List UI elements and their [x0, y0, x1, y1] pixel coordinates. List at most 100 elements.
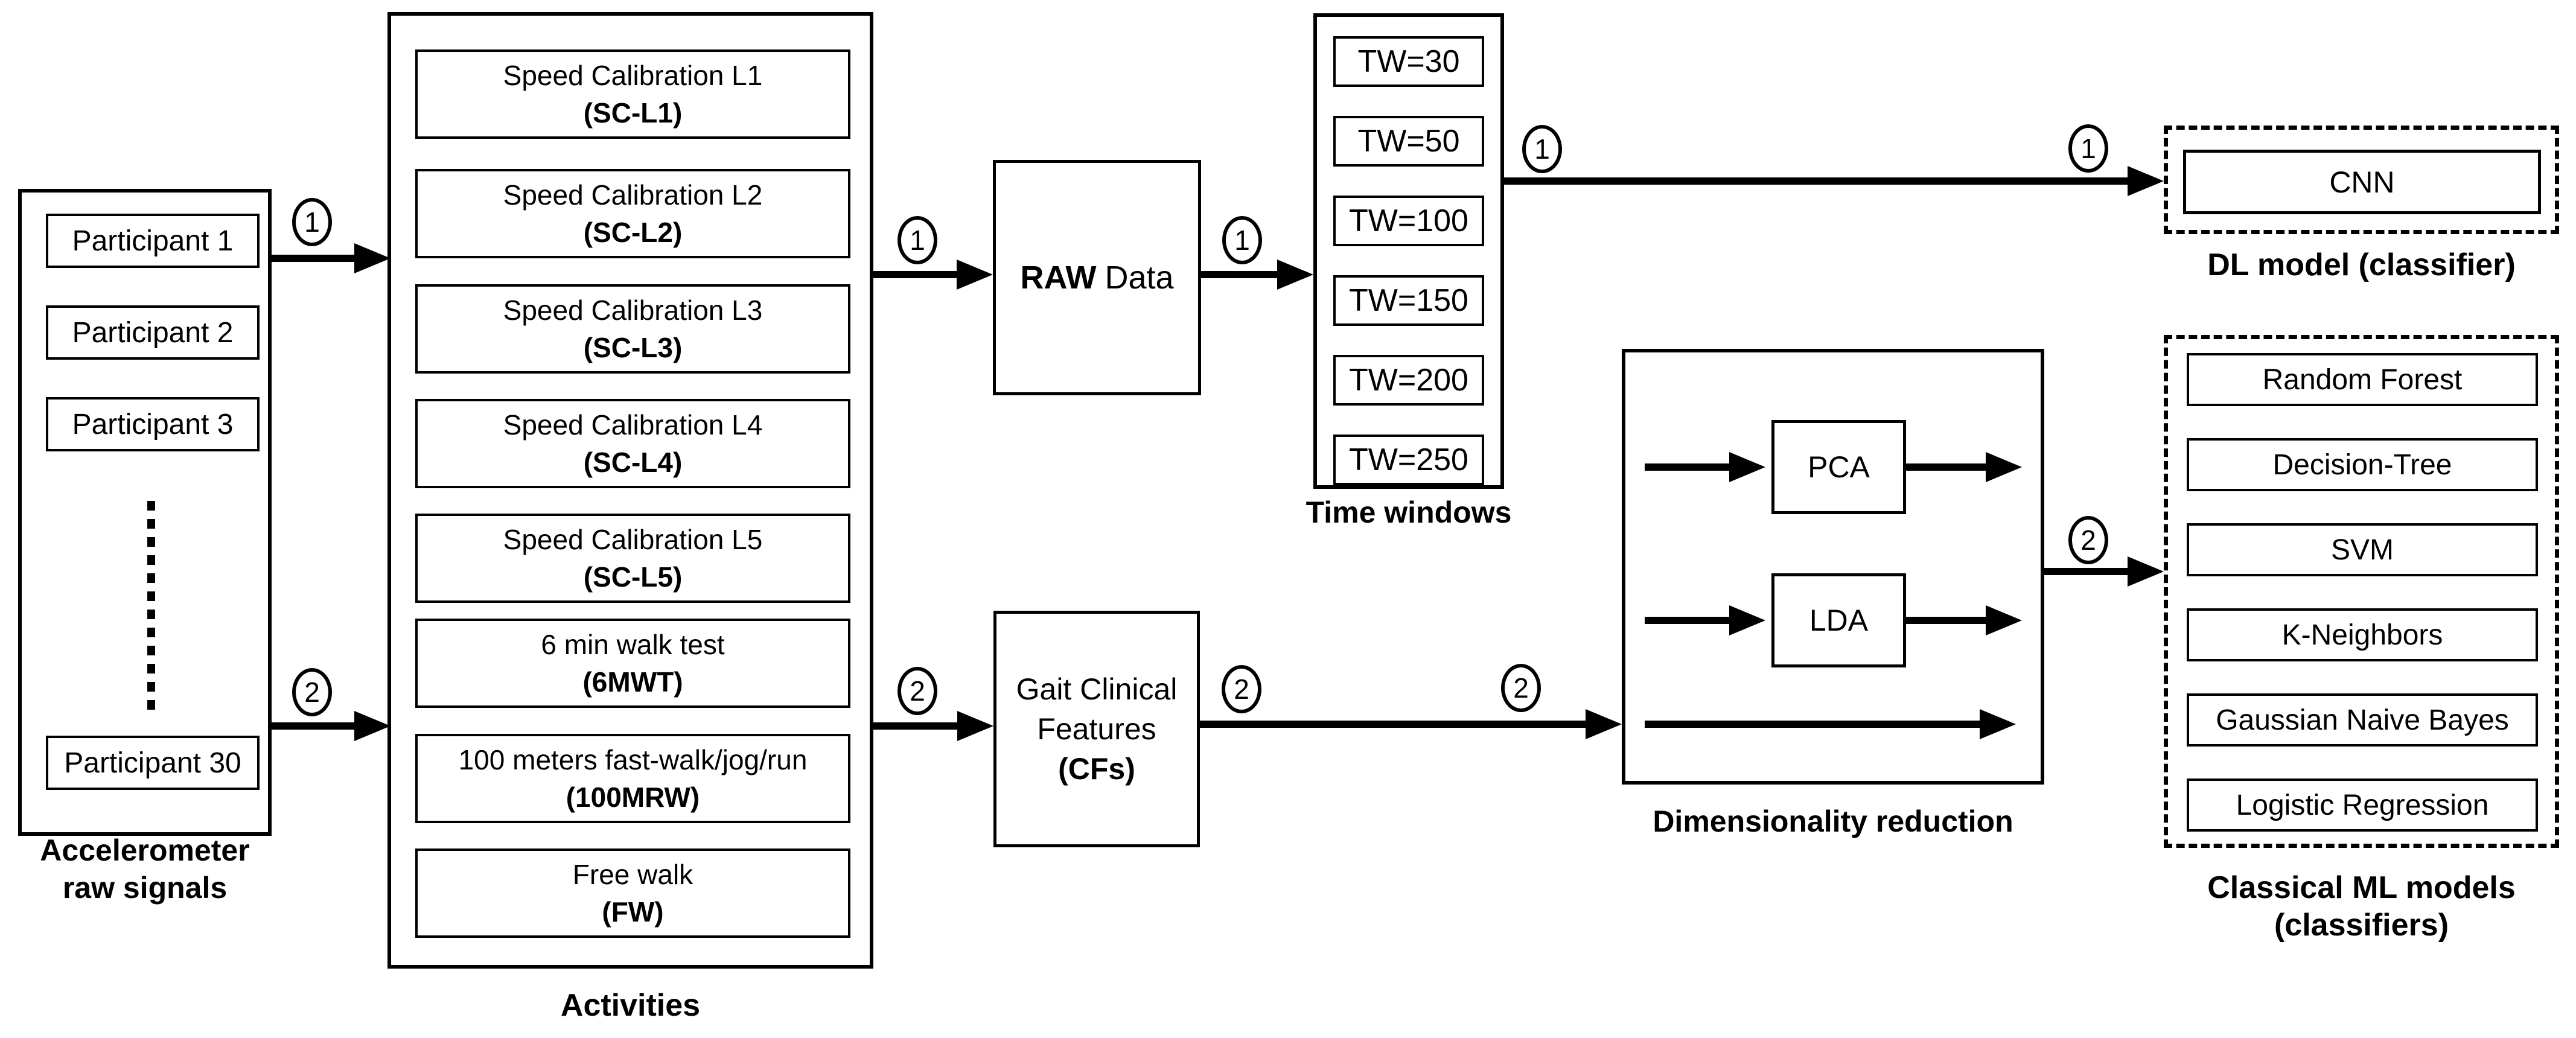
- time-window-row: TW=200: [1333, 355, 1484, 406]
- arrow-shaft: [1645, 617, 1729, 624]
- dimensionality-panel: [1622, 349, 2044, 785]
- time-window-label: TW=200: [1349, 363, 1468, 398]
- arrow-timewindows-to-cnn: [1504, 164, 2164, 198]
- arrow-head: [1277, 260, 1313, 290]
- arrow-activities-to-gaitfeatures: [873, 709, 993, 743]
- arrow-shaft: [2044, 568, 2128, 575]
- arrow-participants-to-activities-path2: [272, 709, 391, 743]
- arrow-head: [2128, 556, 2164, 587]
- time-window-label: TW=150: [1349, 283, 1468, 318]
- participant-row: Participant 30: [46, 736, 260, 790]
- activity-abbrev: (6MWT): [582, 666, 683, 698]
- activity-abbrev: (SC-L5): [583, 561, 683, 593]
- arrow-head: [2128, 166, 2164, 196]
- arrow-head: [1729, 452, 1765, 482]
- ml-model-label: Logistic Regression: [2236, 789, 2489, 821]
- arrow-head: [354, 243, 391, 273]
- ml-model-label: K-Neighbors: [2281, 619, 2443, 651]
- dl-model-caption: DL model (classifier): [2207, 247, 2516, 282]
- arrow-shaft: [1645, 463, 1729, 471]
- activity-abbrev: (SC-L4): [583, 447, 683, 478]
- arrow-from-lda: [1906, 603, 2022, 637]
- arrow-shaft: [272, 255, 354, 262]
- ml-model-row: Logistic Regression: [2187, 779, 2538, 832]
- path2-badge: 2: [897, 667, 937, 715]
- participants-caption: Accelerometer raw signals: [6, 832, 284, 906]
- pca-label: PCA: [1808, 450, 1870, 484]
- activities-panel: [387, 12, 873, 969]
- gait-features-box: Gait Clinical Features (CFs): [993, 611, 1200, 847]
- path2-badge: 2: [2068, 516, 2108, 564]
- activity-abbrev: (FW): [602, 896, 664, 928]
- arrow-shaft: [1201, 271, 1277, 278]
- raw-data-label-bold: RAW: [1020, 260, 1097, 296]
- activity-name: Speed Calibration L4: [503, 409, 763, 441]
- path2-badge-label: 2: [1513, 672, 1529, 704]
- time-window-label: TW=30: [1357, 44, 1460, 79]
- ml-model-label: SVM: [2330, 533, 2394, 566]
- participant-row: Participant 3: [46, 397, 260, 451]
- activity-abbrev: (100MRW): [566, 782, 700, 813]
- gait-features-line2: Features: [1037, 712, 1156, 746]
- activity-name: Speed Calibration L2: [503, 179, 763, 211]
- arrow-shaft: [873, 271, 957, 278]
- participants-caption-line2: raw signals: [62, 871, 228, 905]
- pca-box: PCA: [1771, 420, 1906, 514]
- ml-model-row: Gaussian Naive Bayes: [2187, 693, 2538, 747]
- arrow-shaft: [1906, 617, 1986, 624]
- arrow-head: [1586, 709, 1622, 739]
- activity-row: 6 min walk test (6MWT): [415, 619, 850, 708]
- arrow-participants-to-activities-path1: [272, 241, 391, 275]
- arrow-head: [1986, 605, 2022, 635]
- arrow-shaft: [1645, 721, 1980, 728]
- activities-caption: Activities: [560, 988, 701, 1023]
- path2-badge-label: 2: [2080, 524, 2096, 556]
- activity-abbrev: (SC-L3): [583, 332, 683, 363]
- arrow-head: [957, 711, 993, 741]
- ml-models-panel: [2164, 335, 2559, 848]
- path1-badge-label: 1: [304, 206, 320, 238]
- activity-name: Speed Calibration L5: [503, 524, 763, 555]
- activity-row: Free walk (FW): [415, 849, 850, 938]
- gait-features-line1: Gait Clinical: [1016, 672, 1178, 706]
- participants-panel: [18, 189, 272, 836]
- path1-badge: 1: [897, 216, 937, 264]
- raw-data-label: Data: [1105, 260, 1174, 296]
- path1-badge: 1: [1222, 216, 1262, 264]
- time-windows-panel: [1313, 13, 1504, 489]
- dimensionality-caption: Dimensionality reduction: [1653, 804, 2013, 838]
- ml-model-label: Gaussian Naive Bayes: [2216, 704, 2509, 736]
- path1-badge: 1: [1522, 125, 1562, 173]
- arrow-head: [354, 711, 391, 741]
- path2-badge-label: 2: [1234, 673, 1249, 705]
- participant-label: Participant 1: [72, 224, 234, 257]
- time-window-row: TW=30: [1333, 36, 1484, 87]
- path1-badge-label: 1: [2080, 133, 2096, 164]
- arrow-head: [1729, 605, 1765, 635]
- arrow-activities-to-rawdata: [873, 258, 993, 291]
- path2-badge: 2: [292, 668, 332, 716]
- raw-data-box: RAW Data: [993, 160, 1201, 395]
- participant-row: Participant 1: [46, 214, 260, 268]
- path2-badge-label: 2: [304, 677, 320, 708]
- ml-model-row: K-Neighbors: [2187, 608, 2538, 661]
- time-window-label: TW=50: [1357, 124, 1460, 159]
- path1-badge-label: 1: [910, 224, 925, 256]
- arrow-head: [1986, 452, 2022, 482]
- arrow-from-pca: [1906, 450, 2022, 484]
- path1-badge-label: 1: [1534, 133, 1550, 165]
- ml-models-caption-line2: (classifiers): [2274, 908, 2449, 943]
- arrow-gaitfeatures-to-dimreduction: [1200, 707, 1622, 741]
- ml-model-row: SVM: [2187, 523, 2538, 576]
- participant-label: Participant 30: [64, 747, 241, 779]
- activity-abbrev: (SC-L1): [583, 97, 683, 129]
- arrow-shaft: [1906, 463, 1986, 471]
- activity-name: 100 meters fast-walk/jog/run: [458, 744, 808, 775]
- activity-name: Speed Calibration L3: [503, 295, 763, 326]
- time-window-row: TW=50: [1333, 116, 1484, 167]
- path1-badge: 1: [292, 198, 332, 246]
- arrow-shaft: [873, 722, 957, 730]
- ml-model-row: Decision-Tree: [2187, 438, 2538, 491]
- path1-badge-label: 1: [1234, 224, 1250, 256]
